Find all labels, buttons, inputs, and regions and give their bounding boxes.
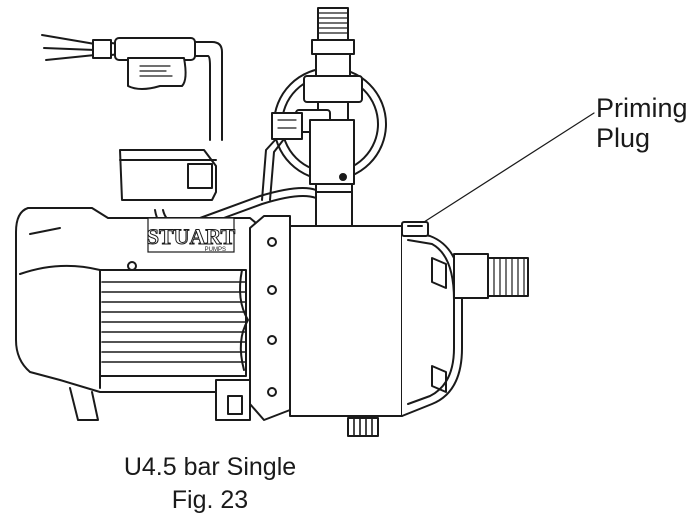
brand-logo: STUART PUMPS bbox=[146, 217, 236, 253]
priming-plug-leader bbox=[423, 112, 595, 223]
caption-model: U4.5 bar Single bbox=[123, 453, 297, 481]
priming-label-line1: Priming bbox=[596, 93, 688, 123]
brand-logo-text: STUART bbox=[147, 224, 236, 249]
brand-logo-subtext: PUMPS bbox=[205, 247, 226, 253]
outlet-fitting bbox=[295, 7, 363, 229]
pump-casing bbox=[289, 221, 463, 437]
cable-wires bbox=[41, 34, 121, 61]
upper-cable bbox=[114, 37, 223, 141]
sensor-block bbox=[261, 112, 303, 201]
inlet-fitting bbox=[453, 253, 529, 299]
pump-flange bbox=[239, 215, 291, 421]
motor-body bbox=[15, 207, 263, 421]
priming-label-line2: Plug bbox=[596, 123, 651, 153]
caption-figure: Fig. 23 bbox=[171, 486, 249, 514]
switch-tag bbox=[127, 57, 187, 90]
terminal-box bbox=[119, 149, 217, 201]
figure-caption: U4.5 bar Single Fig. 23 bbox=[30, 451, 390, 517]
priming-plug-label: Priming Plug bbox=[596, 93, 688, 153]
